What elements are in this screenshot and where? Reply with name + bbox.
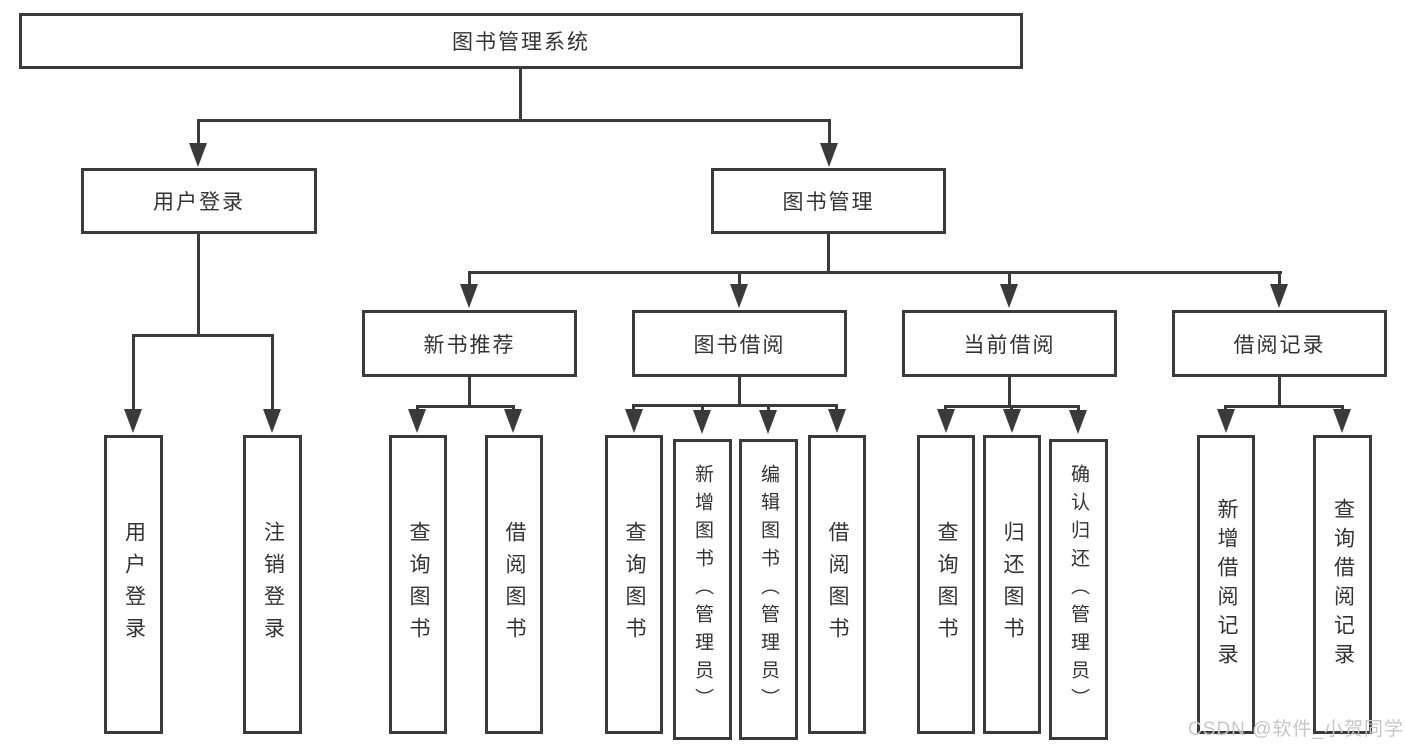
leaf-confirm-return: 确认归还（管理员） — [1049, 439, 1108, 740]
connector-new-book-rec-rail — [416, 405, 515, 408]
node-book-mgmt: 图书管理 — [711, 168, 946, 234]
leaf-add-book-admin: 新增图书（管理员） — [673, 439, 732, 740]
arrowhead-book-borrow — [730, 284, 748, 308]
arrowhead-book-mgmt — [820, 143, 838, 167]
connector-book-borrow-stem — [738, 377, 741, 407]
leaf-user-login: 用户登录 — [104, 435, 163, 734]
leaf-query-book-3-label: 查询图书 — [935, 520, 958, 649]
arrowhead-confirm-return — [1069, 410, 1087, 434]
arrowhead-edit-book-admin — [759, 410, 777, 434]
connector-new-book-rec-stem — [468, 377, 471, 408]
leaf-borrow-book-2: 借阅图书 — [808, 435, 866, 734]
node-user-login-label: 用户登录 — [153, 191, 245, 214]
node-current-borrow: 当前借阅 — [902, 310, 1117, 377]
node-root-label: 图书管理系统 — [452, 31, 590, 54]
connector-book-mgmt-stem — [827, 234, 830, 274]
connector-arrow-line-confirm-return — [1077, 405, 1080, 413]
arrowhead-query-book-1 — [408, 409, 426, 433]
node-root: 图书管理系统 — [19, 13, 1023, 69]
arrowhead-new-book-rec — [460, 284, 478, 308]
leaf-add-borrow-record-label: 新增借阅记录 — [1215, 497, 1238, 672]
arrowhead-query-book-3 — [937, 409, 955, 433]
leaf-query-book-1: 查询图书 — [389, 435, 447, 734]
leaf-logout-label: 注销登录 — [261, 520, 285, 649]
connector-arrow-line-book-borrow — [738, 271, 741, 289]
leaf-borrow-book-1-label: 借阅图书 — [503, 520, 526, 649]
connector-borrow-record-rail — [1224, 405, 1344, 408]
connector-arrow-line-edit-book-admin — [767, 404, 770, 412]
connector-book-borrow-rail — [632, 404, 838, 407]
node-book-borrow-label: 图书借阅 — [693, 333, 786, 357]
connector-borrow-record-stem — [1278, 377, 1281, 408]
csdn-watermark: CSDN @软件_小贺同学 — [1188, 719, 1404, 740]
leaf-borrow-book-1: 借阅图书 — [485, 435, 543, 734]
arrowhead-leaf-logout — [263, 409, 281, 433]
arrowhead-return-book — [1003, 409, 1021, 433]
leaf-user-login-label: 用户登录 — [122, 520, 146, 649]
connector-arrow-line-borrow-book-2 — [835, 404, 838, 412]
node-book-borrow: 图书借阅 — [632, 310, 847, 377]
arrowhead-user-login — [189, 143, 207, 167]
arrowhead-query-book-2 — [625, 409, 643, 433]
leaf-return-book-label: 归还图书 — [1001, 520, 1024, 649]
arrowhead-add-borrow-record — [1217, 409, 1235, 433]
leaf-add-borrow-record: 新增借阅记录 — [1197, 435, 1255, 734]
arrowhead-leaf-user-login — [124, 409, 142, 433]
leaf-query-book-2-label: 查询图书 — [623, 520, 646, 649]
leaf-logout: 注销登录 — [243, 435, 302, 734]
arrowhead-current-borrow — [1000, 284, 1018, 308]
arrowhead-borrow-book-1 — [504, 409, 522, 433]
leaf-borrow-book-2-label: 借阅图书 — [826, 520, 849, 649]
connector-arrow-line-leaf-logout — [271, 334, 274, 412]
leaf-query-book-3: 查询图书 — [917, 435, 975, 734]
leaf-query-book-1-label: 查询图书 — [407, 520, 430, 649]
connector-user-login-stem — [197, 234, 200, 337]
connector-arrow-line-user-login — [197, 119, 200, 145]
arrowhead-add-book-admin — [693, 410, 711, 434]
connector-arrow-line-query-book-2 — [632, 404, 635, 412]
node-current-borrow-label: 当前借阅 — [963, 333, 1056, 357]
connector-arrow-line-borrow-record — [1278, 271, 1281, 289]
leaf-query-borrow-record: 查询借阅记录 — [1313, 435, 1372, 734]
arrowhead-query-borrow-record — [1333, 409, 1351, 433]
node-new-book-rec: 新书推荐 — [362, 310, 577, 377]
leaf-query-book-2: 查询图书 — [605, 435, 663, 734]
connector-arrow-line-current-borrow — [1008, 271, 1011, 289]
connector-arrow-line-book-mgmt — [828, 119, 831, 145]
leaf-add-book-admin-label: 新增图书（管理员） — [692, 463, 713, 716]
connector-arrow-line-add-book-admin — [701, 404, 704, 412]
node-user-login: 用户登录 — [81, 168, 317, 234]
node-new-book-rec-label: 新书推荐 — [423, 333, 516, 357]
connector-level1-rail — [197, 119, 831, 122]
arrowhead-borrow-record — [1270, 284, 1288, 308]
connector-arrow-line-new-book-rec — [468, 271, 471, 289]
node-borrow-record-label: 借阅记录 — [1233, 333, 1326, 357]
node-book-mgmt-label: 图书管理 — [782, 191, 875, 214]
connector-arrow-line-leaf-user-login — [132, 334, 135, 412]
node-borrow-record: 借阅记录 — [1172, 310, 1387, 377]
connector-user-login-rail — [132, 334, 274, 337]
leaf-return-book: 归还图书 — [983, 435, 1041, 734]
arrowhead-borrow-book-2 — [828, 409, 846, 433]
leaf-edit-book-admin: 编辑图书（管理员） — [739, 439, 798, 740]
connector-root-stem — [519, 68, 522, 122]
connector-current-borrow-stem — [1008, 377, 1011, 408]
leaf-edit-book-admin-label: 编辑图书（管理员） — [758, 463, 779, 716]
connector-level3-rail — [468, 271, 1282, 274]
leaf-query-borrow-record-label: 查询借阅记录 — [1331, 497, 1355, 672]
leaf-confirm-return-label: 确认归还（管理员） — [1068, 463, 1089, 716]
